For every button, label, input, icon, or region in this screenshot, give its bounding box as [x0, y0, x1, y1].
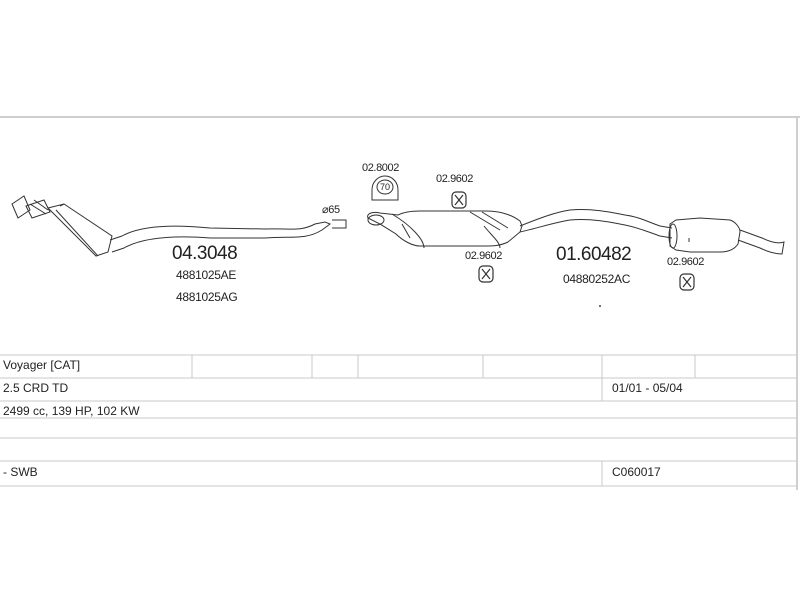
code-cell: C060017 — [612, 465, 661, 479]
mount-rubber-size: 70 — [380, 182, 391, 192]
specs-cell: 2499 cc, 139 HP, 102 KW — [3, 404, 140, 418]
model-cell: Voyager [CAT] — [3, 358, 81, 372]
front-pipe-catalyst — [11, 195, 347, 257]
engine-cell: 2.5 CRD TD — [3, 381, 69, 395]
hanger-a-icon — [451, 191, 467, 209]
pipe-diameter-label: ⌀65 — [322, 204, 340, 216]
center-muffler — [367, 209, 673, 249]
cat-ref-1: 4881025AE — [176, 268, 237, 282]
hanger-b-icon — [478, 265, 494, 283]
rear-silencer — [668, 217, 785, 255]
hanger-c-code: 02.9602 — [667, 256, 704, 268]
cat-part-code: 04.3048 — [172, 243, 238, 264]
rear-part-code: 01.60482 — [556, 244, 632, 265]
variant-cell: - SWB — [3, 465, 38, 479]
mount-rubber-icon — [371, 175, 399, 201]
hanger-c-icon — [679, 273, 695, 291]
marker-dot — [599, 305, 601, 307]
date-range-cell: 01/01 - 05/04 — [612, 381, 683, 395]
cat-ref-2: 4881025AG — [176, 290, 238, 304]
hanger-b-code: 02.9602 — [465, 250, 502, 262]
hanger-a-code: 02.9602 — [436, 173, 473, 185]
info-table-grid — [0, 354, 797, 487]
rear-part-ref: 04880252AC — [563, 272, 631, 286]
mount-rubber-code: 02.8002 — [362, 162, 399, 174]
